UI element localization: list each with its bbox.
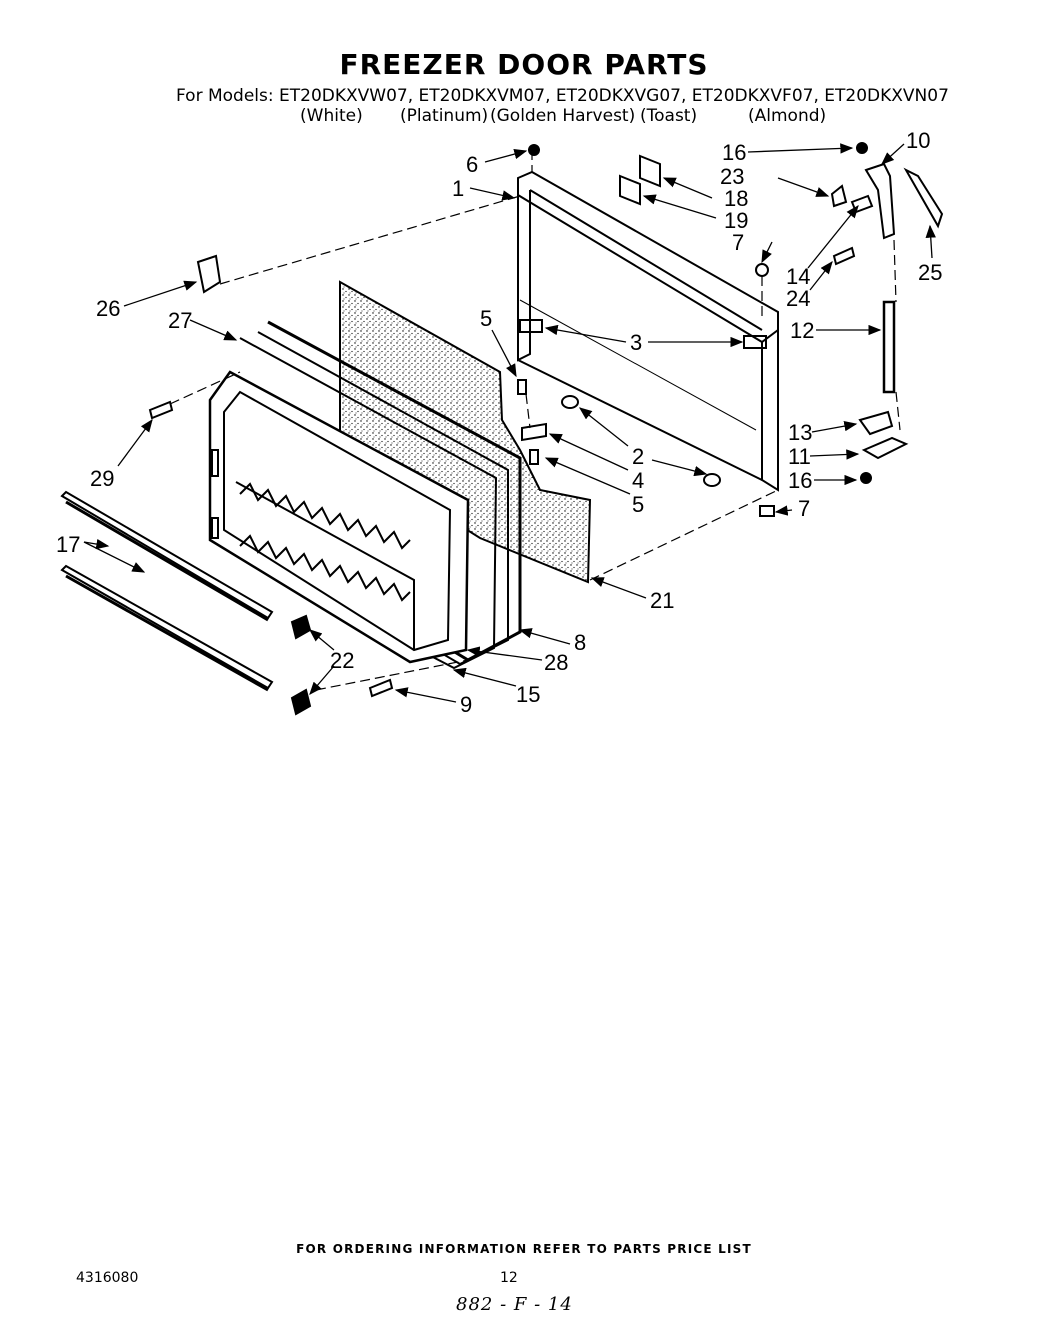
callout-26: 26	[96, 296, 120, 321]
models-line: For Models: ET20DKXVW07, ET20DKXVM07, ET…	[176, 86, 949, 106]
screw-6	[528, 144, 540, 156]
hinge-3a	[519, 319, 543, 333]
screw-16a	[856, 142, 868, 154]
handwritten-note: 882 - F - 14	[456, 1294, 573, 1315]
ordering-note: FOR ORDERING INFORMATION REFER TO PARTS …	[296, 1242, 752, 1256]
screw-5b	[529, 449, 539, 465]
hinge-bracket-4	[521, 422, 547, 442]
callout-4: 4	[632, 468, 644, 493]
callout-11: 11	[788, 444, 811, 469]
door-bearing-2b	[703, 473, 721, 487]
callout-29: 29	[90, 466, 114, 491]
callout-2: 2	[632, 444, 644, 469]
callout-12: 12	[790, 318, 814, 343]
page-title: FREEZER DOOR PARTS	[339, 48, 709, 81]
label-18	[639, 154, 661, 188]
hinge-3b	[743, 335, 767, 349]
handle-trim-25	[903, 167, 944, 229]
color-toast: (Toast)	[640, 106, 698, 126]
callout-5-bottom: 5	[632, 492, 644, 517]
callout-13: 13	[788, 420, 812, 445]
callout-5-top: 5	[480, 306, 492, 331]
callout-28: 28	[544, 650, 568, 675]
cap-7b	[759, 505, 775, 517]
callout-23: 23	[720, 164, 744, 189]
callout-17: 17	[56, 532, 80, 557]
screw-24	[832, 246, 856, 266]
handle-grip-12	[882, 300, 896, 394]
inner-door-liner	[208, 370, 470, 664]
callout-27: 27	[168, 308, 192, 333]
door-bearing-2a	[561, 395, 579, 409]
callout-1: 1	[452, 176, 464, 201]
callout-6: 6	[466, 152, 478, 177]
color-platinum: (Platinum)	[400, 106, 489, 126]
screw-16b	[860, 472, 872, 484]
page-number: 12	[500, 1270, 518, 1286]
callout-21: 21	[650, 588, 674, 613]
callout-22: 22	[330, 648, 354, 673]
callout-18: 18	[724, 186, 748, 211]
color-almond: (Almond)	[748, 106, 827, 126]
door-stop-5a	[517, 379, 527, 395]
shelf-end-cap-upper	[290, 614, 312, 640]
door-shelf-bar-upper	[60, 490, 274, 622]
callout-7-top: 7	[732, 230, 744, 255]
callout-24: 24	[786, 286, 810, 311]
callout-19: 19	[724, 208, 748, 233]
bracket-11	[861, 436, 909, 460]
callout-7-bottom: 7	[798, 496, 810, 521]
hinge-pin	[196, 254, 222, 294]
callout-3: 3	[630, 330, 642, 355]
screw-9	[368, 678, 394, 698]
document-number: 4316080	[76, 1270, 139, 1286]
callout-10: 10	[906, 128, 930, 153]
color-golden-harvest: (Golden Harvest)	[490, 106, 636, 126]
color-white: (White)	[300, 106, 363, 126]
callout-8: 8	[574, 630, 586, 655]
callout-25: 25	[918, 260, 942, 285]
label-19	[619, 174, 641, 206]
screw-29	[148, 400, 174, 420]
handle-bottom-bracket-13	[858, 410, 894, 436]
handle-cap-23	[830, 184, 848, 208]
door-shelf-bar-lower	[60, 564, 274, 692]
shelf-end-cap-lower	[290, 688, 312, 716]
callout-9: 9	[460, 692, 472, 717]
outer-door-panel	[517, 170, 779, 492]
callout-14: 14	[786, 264, 810, 289]
callout-16-bottom: 16	[788, 468, 812, 493]
callout-15: 15	[516, 682, 540, 707]
cap-7a	[755, 263, 769, 277]
callout-16-top: 16	[722, 140, 746, 165]
